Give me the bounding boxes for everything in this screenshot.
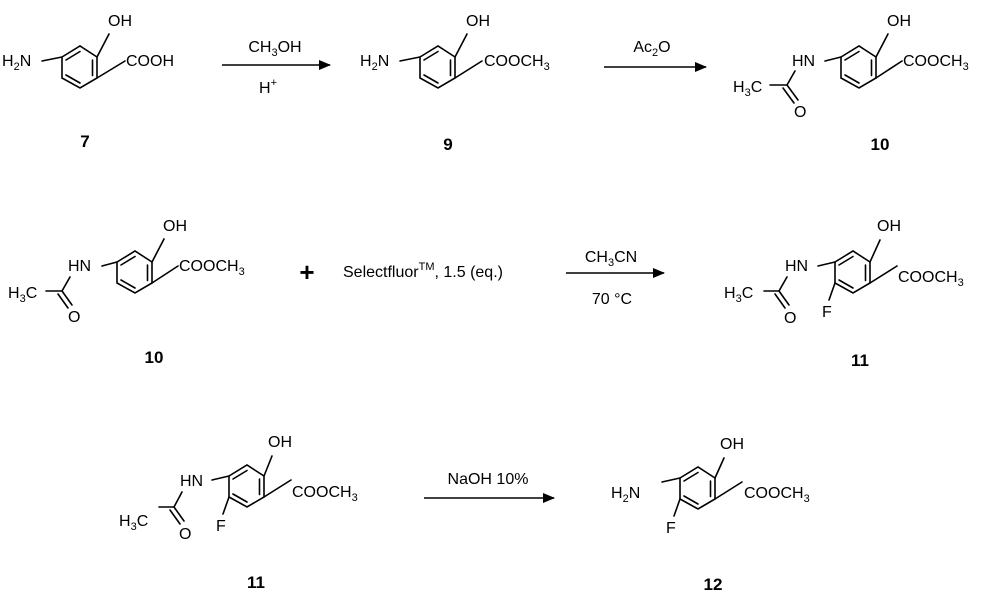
hydroxyl-label: OH xyxy=(877,218,901,235)
compound-number: 7 xyxy=(80,132,89,151)
methyl-label: H3C xyxy=(724,285,753,305)
temperature-condition: 70 °C xyxy=(592,291,632,308)
hydroxyl-label: OH xyxy=(887,13,911,30)
compound-number: 12 xyxy=(704,575,723,593)
benzene-ring xyxy=(116,250,153,294)
benzene-ring xyxy=(834,250,871,294)
ester-label: COOCH3 xyxy=(484,53,550,73)
ester-label: COOCH3 xyxy=(898,269,964,289)
compound-number: 9 xyxy=(443,135,452,154)
amine-label: H2N xyxy=(2,53,31,73)
plus-sign: + xyxy=(299,257,314,287)
compound-number: 11 xyxy=(247,573,265,592)
hydroxyl-label: OH xyxy=(268,434,292,451)
reaction-arrow-3: CH3CN 70 °C xyxy=(566,249,665,308)
compound-11: OH HN H3C O F COOCH3 11 xyxy=(724,218,964,370)
fluoro-label: F xyxy=(216,518,226,535)
compound-number: 10 xyxy=(145,348,164,367)
methyl-label: H3C xyxy=(119,513,148,533)
reagent-acid: H+ xyxy=(259,77,277,97)
benzene-ring xyxy=(228,464,265,508)
compound-number: 10 xyxy=(871,135,890,154)
hydroxyl-label: OH xyxy=(108,13,132,30)
amine-label: H2N xyxy=(611,485,640,505)
carboxylic-acid-label: COOH xyxy=(126,53,174,70)
compound-11-reactant: OH HN H3C O F COOCH3 11 xyxy=(119,434,358,592)
benzene-ring xyxy=(679,466,716,510)
solvent-acetonitrile: CH3CN xyxy=(585,249,637,269)
hydroxyl-label: OH xyxy=(163,218,187,235)
amide-nh-label: HN xyxy=(785,258,808,275)
amine-label: H2N xyxy=(360,53,389,73)
benzene-ring xyxy=(419,45,456,89)
reaction-arrow-4: NaOH 10% xyxy=(424,471,555,503)
hydroxyl-label: OH xyxy=(466,13,490,30)
compound-12: OH H2N F COOCH3 12 xyxy=(611,436,810,593)
compound-9: OH H2N COOCH3 9 xyxy=(360,13,550,154)
compound-number: 11 xyxy=(851,351,869,370)
carbonyl-oxygen-label: O xyxy=(68,309,80,326)
carbonyl-oxygen-label: O xyxy=(794,104,806,121)
reaction-arrow-2: Ac2O xyxy=(604,39,707,72)
methyl-label: H3C xyxy=(8,285,37,305)
benzene-ring xyxy=(840,45,877,89)
carbonyl-oxygen-label: O xyxy=(179,526,191,543)
ester-label: COOCH3 xyxy=(903,53,969,73)
carbonyl-oxygen-label: O xyxy=(784,310,796,327)
selectfluor-reagent: SelectfluorTM, 1.5 (eq.) xyxy=(343,261,503,281)
reagent-sodium-hydroxide: NaOH 10% xyxy=(448,471,529,488)
reagent-acetic-anhydride: Ac2O xyxy=(633,39,670,59)
compound-10-reactant: OH HN H3C O COOCH3 10 xyxy=(8,218,245,367)
benzene-ring xyxy=(61,45,98,89)
reaction-arrow-1: CH3OH H+ xyxy=(222,39,331,97)
reagent-methanol: CH3OH xyxy=(248,39,301,59)
amide-nh-label: HN xyxy=(792,53,815,70)
amide-nh-label: HN xyxy=(180,473,203,490)
compound-7: OH H2N COOH 7 xyxy=(2,13,174,151)
amide-nh-label: HN xyxy=(68,258,91,275)
ester-label: COOCH3 xyxy=(179,258,245,278)
fluoro-label: F xyxy=(666,520,676,537)
fluoro-label: F xyxy=(822,304,832,321)
compound-10: OH HN H3C O COOCH3 10 xyxy=(733,13,969,154)
ester-label: COOCH3 xyxy=(744,485,810,505)
ester-label: COOCH3 xyxy=(292,484,358,504)
methyl-label: H3C xyxy=(733,79,762,99)
hydroxyl-label: OH xyxy=(720,436,744,453)
